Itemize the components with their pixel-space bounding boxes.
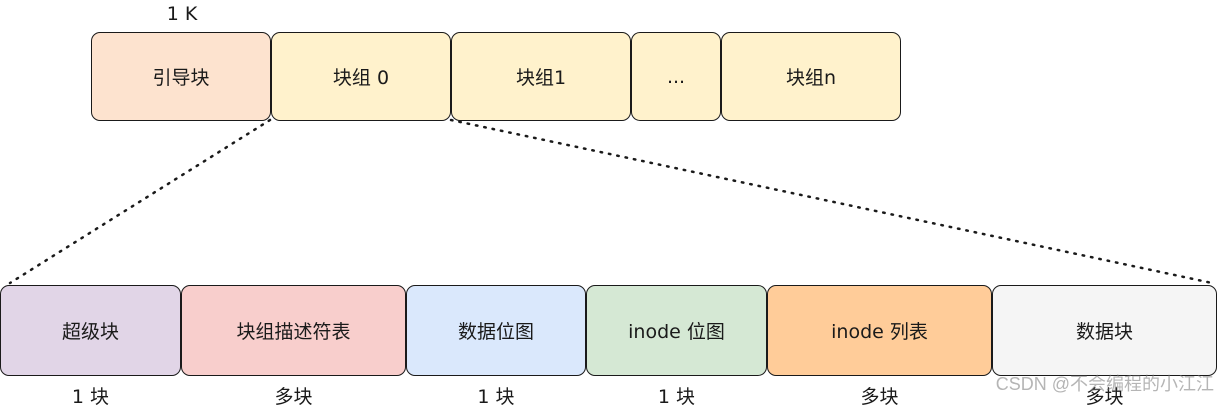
top-block-group-n: 块组n bbox=[721, 32, 901, 121]
bottom-block-label: 数据块 bbox=[1075, 321, 1133, 343]
bottom-block-group-descriptor-table: 块组描述符表 bbox=[181, 285, 406, 376]
bottom-block-data-bitmap: 数据位图 bbox=[406, 285, 586, 376]
top-block-label: 块组n bbox=[785, 67, 837, 89]
bottom-block-inode-table: inode 列表 bbox=[767, 285, 992, 376]
bottom-block-label: 超级块 bbox=[61, 321, 119, 343]
bottom-block-label: 块组描述符表 bbox=[236, 321, 351, 343]
connector-left-dotted bbox=[8, 118, 272, 285]
count-label-data-blocks: 多块 bbox=[1085, 386, 1124, 408]
watermark: CSDN @不会编程的小江江 bbox=[995, 374, 1214, 394]
size-label-1k: 1 K bbox=[166, 3, 198, 25]
bottom-block-data-blocks: 数据块 bbox=[992, 285, 1217, 376]
connector-right-dotted bbox=[449, 118, 1214, 285]
top-block-boot: 引导块 bbox=[91, 32, 271, 121]
count-label-group-descriptor-table: 多块 bbox=[274, 386, 313, 408]
bottom-block-label: 数据位图 bbox=[457, 321, 534, 343]
top-block-label: 块组1 bbox=[515, 67, 567, 89]
top-block-label: 引导块 bbox=[152, 67, 210, 89]
top-block-label: 块组 0 bbox=[332, 67, 390, 89]
bottom-block-inode-bitmap: inode 位图 bbox=[586, 285, 767, 376]
bottom-block-superblock: 超级块 bbox=[0, 285, 181, 376]
bottom-block-label: inode 位图 bbox=[628, 321, 725, 343]
top-block-ellipsis: ... bbox=[631, 32, 721, 121]
count-label-superblock: 1 块 bbox=[71, 386, 110, 408]
bottom-block-label: inode 列表 bbox=[831, 321, 928, 343]
count-label-inode-table: 多块 bbox=[860, 386, 899, 408]
count-label-inode-bitmap: 1 块 bbox=[657, 386, 696, 408]
count-label-data-bitmap: 1 块 bbox=[477, 386, 515, 408]
top-block-label: ... bbox=[666, 65, 686, 88]
top-block-group-1: 块组1 bbox=[451, 32, 631, 121]
top-block-group-0: 块组 0 bbox=[271, 32, 451, 121]
